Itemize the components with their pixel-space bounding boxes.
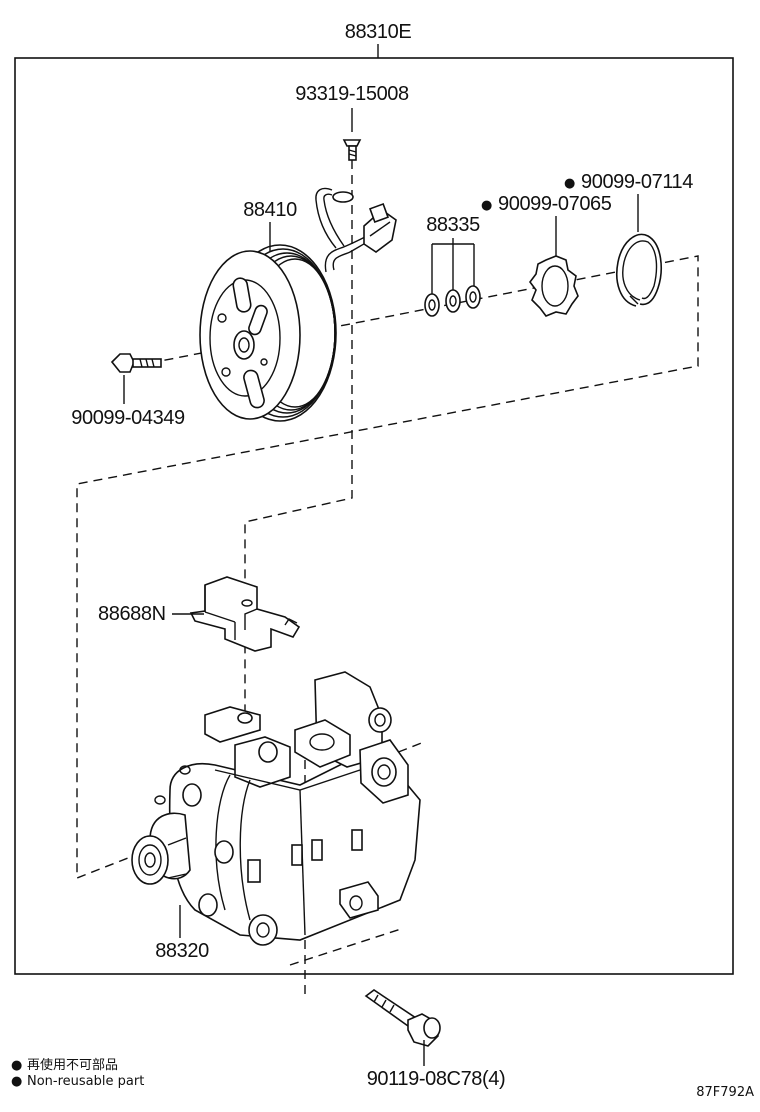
diagram-id: 87F792A (696, 1085, 754, 1100)
legend-text-en: Non-reusable part (27, 1074, 144, 1089)
assembly-frame (14, 57, 734, 975)
compressor[interactable] (131, 671, 421, 946)
label-snap-ring-inner[interactable]: 90099-07065 (498, 193, 612, 215)
label-bolt-clutch[interactable]: 90099-04349 (71, 407, 185, 429)
label-shims[interactable]: 88335 (426, 214, 480, 236)
legend-marker-en: ● (11, 1074, 22, 1089)
label-snap-ring-outer[interactable]: 90099-07114 (581, 171, 694, 193)
screw-top[interactable] (342, 139, 362, 161)
magnetic-clutch[interactable] (199, 187, 397, 422)
bolt-clutch[interactable] (110, 353, 162, 373)
leader-shims (431, 238, 475, 294)
label-screw-top[interactable]: 93319-15008 (295, 83, 409, 105)
marker-snap-ring-inner: ● (481, 198, 492, 213)
legend-text-jp: 再使用不可部品 (27, 1057, 118, 1073)
snap-ring-inner[interactable] (529, 255, 579, 317)
legend-marker-jp: ● (11, 1058, 22, 1073)
mount-bolt[interactable] (364, 989, 441, 1047)
label-mount-bolt[interactable]: 90119-08C78(4) (367, 1068, 506, 1090)
snap-ring-outer[interactable] (616, 233, 662, 307)
assembly-part-number[interactable]: 88310E (345, 21, 412, 43)
label-magnetic-clutch[interactable]: 88410 (243, 199, 297, 221)
bracket[interactable] (189, 576, 301, 652)
legend: ● 再使用不可部品 ● Non-reusable part (11, 1057, 144, 1089)
label-bracket[interactable]: 88688N (98, 603, 166, 625)
shims[interactable] (424, 285, 481, 317)
marker-snap-ring-outer: ● (564, 176, 575, 191)
label-compressor[interactable]: 88320 (155, 940, 209, 962)
